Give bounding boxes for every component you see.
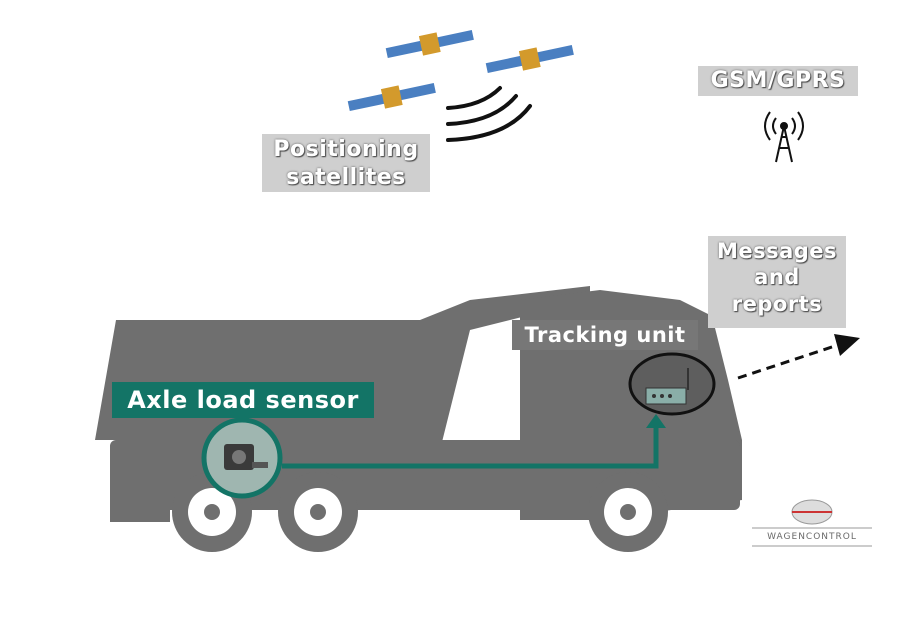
dashed-arrow-icon [737, 334, 860, 380]
messages-label-line3: reports [731, 291, 823, 316]
sensor-wire [282, 426, 659, 469]
axle-sensor-icon [201, 417, 283, 499]
wire-arrowhead [646, 414, 666, 428]
messages-label-line2: and [754, 265, 800, 290]
messages-label: Messages and reports [708, 236, 846, 328]
gsm-label: GSM/GPRS [698, 66, 858, 96]
wagencontrol-logo-text: WAGENCONTROL [767, 532, 857, 542]
tracking-unit-label: Tracking unit [512, 320, 698, 350]
radio-tower-icon [764, 111, 804, 163]
satellites-label-line1: Positioning [273, 137, 419, 162]
satellites-label: Positioning satellites [262, 134, 430, 192]
tracking-device-icon [628, 352, 716, 416]
axle-sensor-label: Axle load sensor [112, 382, 374, 418]
wagencontrol-logo-mark [752, 499, 872, 547]
signal-waves-icon [446, 86, 532, 142]
messages-label-line1: Messages [716, 239, 838, 263]
wheels [172, 472, 668, 552]
satellite-icon [347, 29, 574, 112]
satellites-label-line2: satellites [286, 164, 406, 190]
